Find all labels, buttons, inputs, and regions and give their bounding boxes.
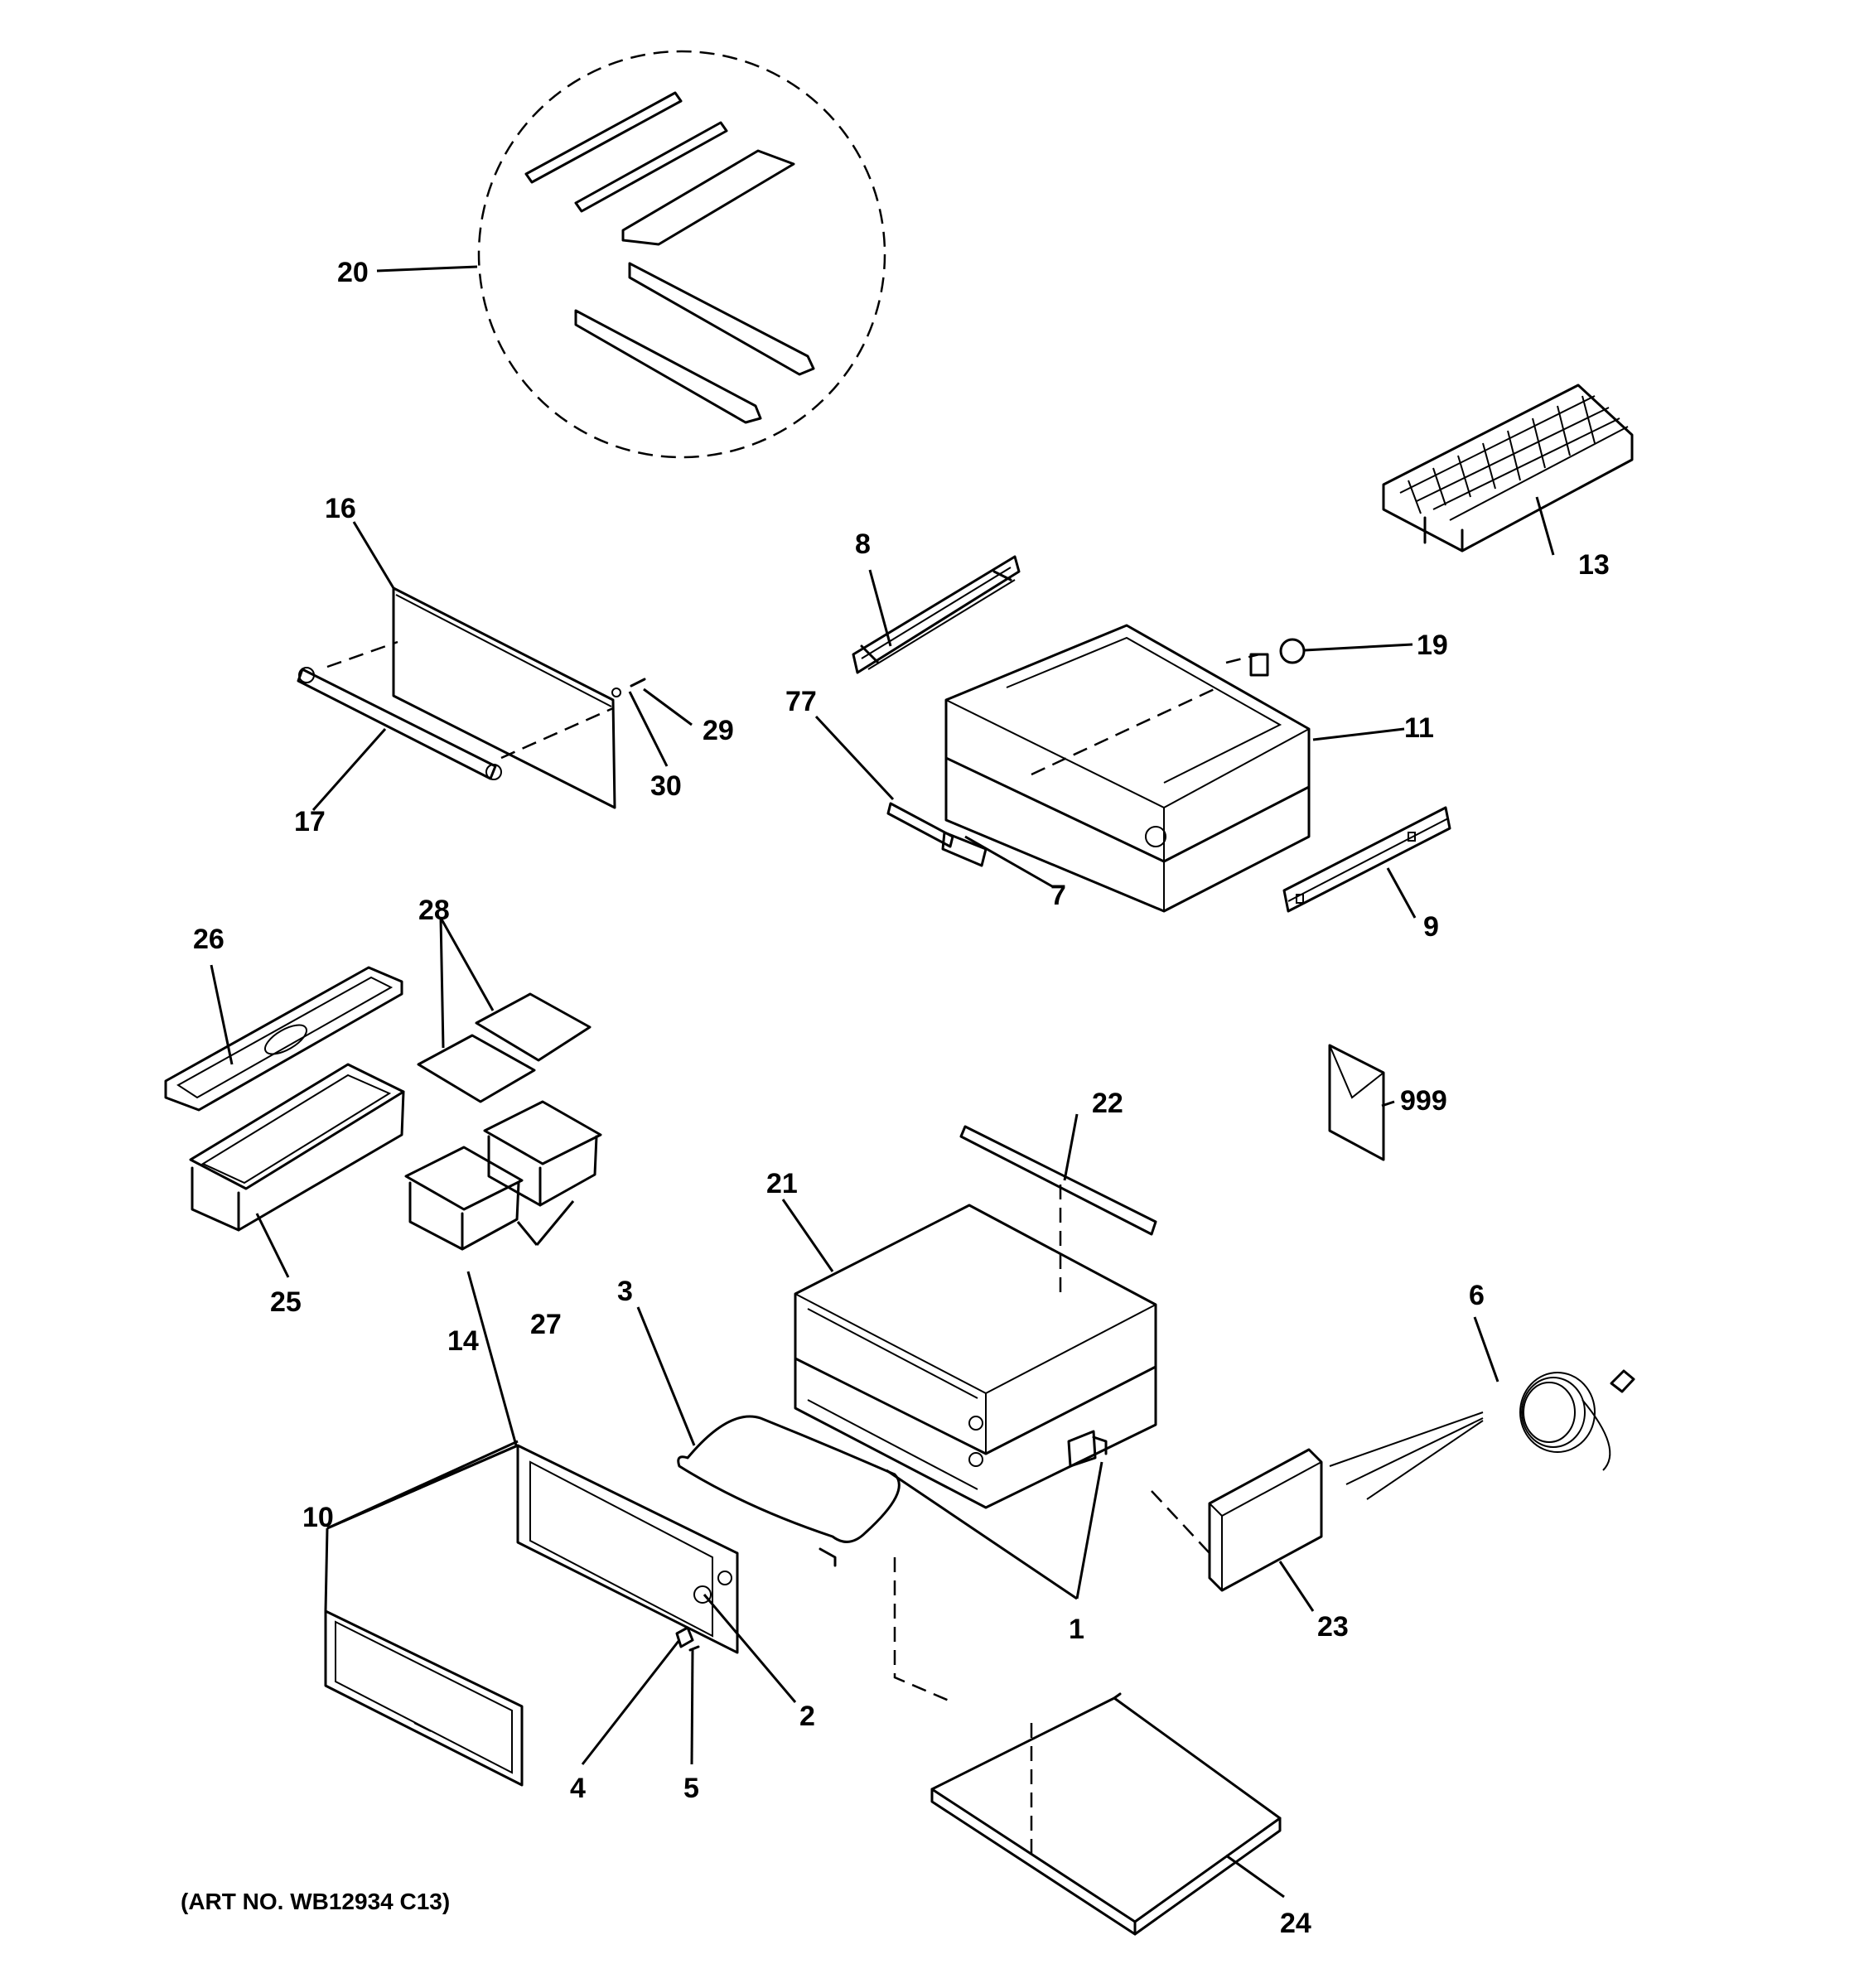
callout-25: 25 — [270, 1286, 302, 1318]
callout-23: 23 — [1317, 1611, 1349, 1643]
callout-21: 21 — [766, 1168, 798, 1199]
callout-3: 3 — [617, 1276, 633, 1307]
callout-1: 1 — [1069, 1614, 1084, 1645]
callout-24: 24 — [1280, 1908, 1311, 1939]
part-11-drawer-pan — [944, 624, 1311, 913]
part-20-slide-kit — [477, 50, 886, 459]
callout-19: 19 — [1417, 630, 1448, 661]
part-10-glass-frame — [324, 1609, 524, 1787]
callout-6: 6 — [1469, 1280, 1485, 1311]
callout-26: 26 — [193, 924, 225, 955]
leader-lines — [210, 265, 1555, 1899]
art-number: (ART NO. WB12934 C13) — [181, 1889, 450, 1914]
callout-999: 999 — [1400, 1085, 1447, 1117]
callout-17: 17 — [294, 806, 326, 837]
callout-2: 2 — [799, 1701, 815, 1732]
callout-9: 9 — [1423, 911, 1439, 943]
part-3-heating-element — [677, 1415, 901, 1567]
callout-16: 16 — [325, 493, 356, 524]
part-29-30-screws — [611, 678, 646, 697]
part-17-handle — [297, 640, 614, 780]
part-999-manual — [1328, 1044, 1385, 1161]
callout-11: 11 — [1404, 712, 1434, 744]
part-28-small-lids — [417, 992, 592, 1103]
callout-8: 8 — [855, 528, 871, 560]
part-8-slide-rail — [852, 555, 1021, 674]
part-25-long-pan — [189, 1063, 405, 1232]
callout-30: 30 — [650, 770, 682, 802]
callout-20: 20 — [337, 257, 369, 288]
part-26-pan-lid — [164, 966, 403, 1112]
callout-5: 5 — [683, 1773, 699, 1804]
callout-10: 10 — [302, 1502, 334, 1533]
part-77-bracket — [886, 802, 988, 867]
part-27-small-pans — [404, 1100, 602, 1251]
callout-14: 14 — [447, 1325, 479, 1357]
part-6-power-cord — [1329, 1369, 1635, 1500]
callout-7: 7 — [1050, 880, 1066, 911]
part-13-wire-rack — [1382, 384, 1634, 552]
callout-labels: 20 16 8 13 19 11 77 7 9 29 30 17 26 28 2… — [181, 257, 1610, 1939]
part-24-bottom-tray — [893, 1557, 1282, 1936]
part-22-trim-strip — [959, 1125, 1157, 1292]
callout-22: 22 — [1092, 1088, 1123, 1119]
part-14-door-frame — [516, 1444, 739, 1654]
part-9-side-rail — [1282, 806, 1451, 913]
part-23-control-box — [1151, 1448, 1323, 1592]
part-21-outer-case — [794, 1204, 1157, 1509]
callout-29: 29 — [703, 715, 734, 746]
callout-28: 28 — [418, 895, 450, 926]
part-16-front-panel — [392, 586, 616, 809]
callout-4: 4 — [570, 1773, 586, 1804]
callout-27: 27 — [530, 1309, 562, 1340]
part-4-5-switch — [675, 1626, 700, 1652]
callout-77: 77 — [785, 686, 817, 717]
part-19-bumper — [1249, 638, 1306, 677]
part-1-clips — [1067, 1430, 1108, 1468]
callout-13: 13 — [1578, 549, 1610, 581]
